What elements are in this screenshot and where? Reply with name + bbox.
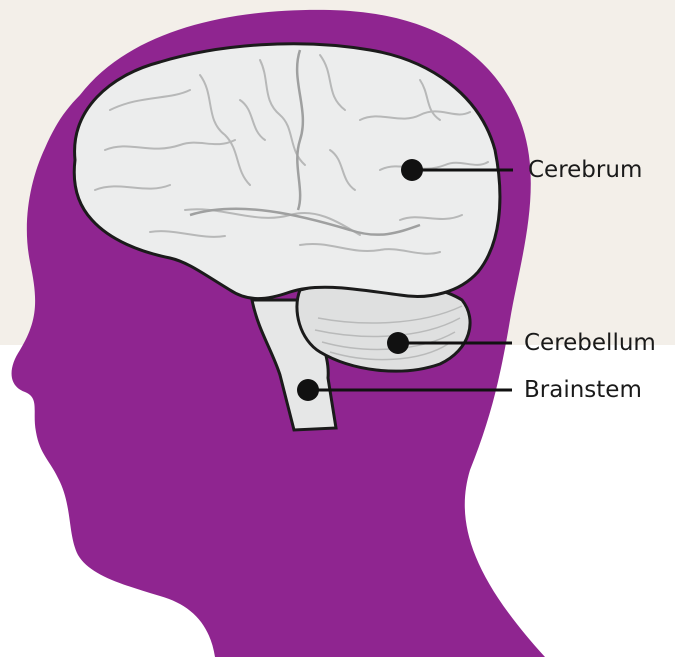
cerebrum-marker-dot — [401, 159, 423, 181]
brainstem-label: Brainstem — [524, 379, 642, 402]
brainstem-marker-dot — [297, 379, 319, 401]
cerebrum-label: Cerebrum — [528, 159, 642, 182]
cerebellum-marker-dot — [387, 332, 409, 354]
cerebellum-label: Cerebellum — [524, 332, 656, 355]
